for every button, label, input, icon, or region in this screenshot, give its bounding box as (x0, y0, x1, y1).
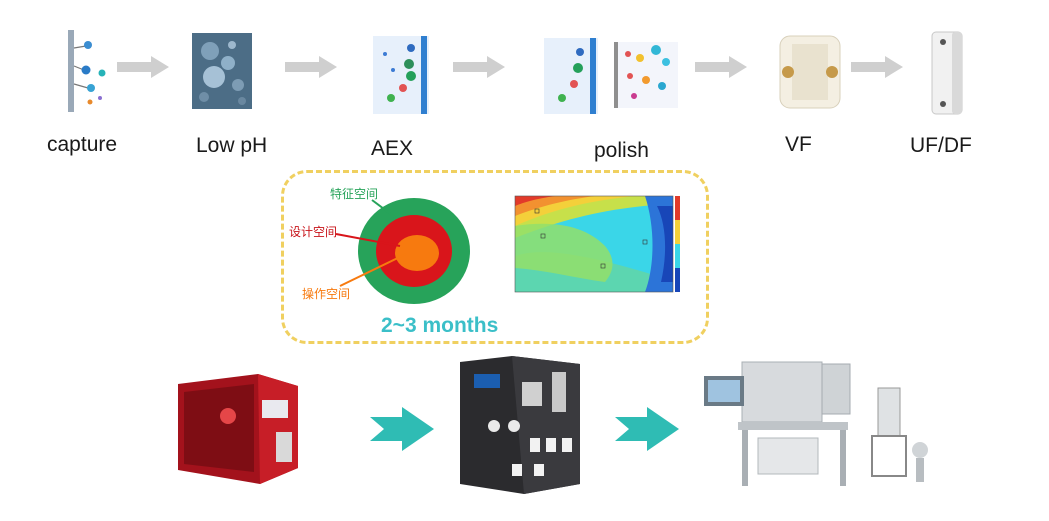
capture-resin-icon (68, 30, 106, 112)
screening-instrument-image (178, 374, 298, 484)
arrow-right-icon (285, 56, 337, 78)
feature-space-label: 特征空间 (330, 187, 379, 201)
step-label-polish: polish (594, 139, 649, 162)
step-label-vf: VF (785, 133, 812, 156)
virus-micrograph-icon (192, 33, 252, 109)
arrow-right-icon (370, 407, 434, 451)
virus-filter-icon (779, 35, 841, 109)
arrow-right-icon (615, 407, 679, 451)
step-label-capture: capture (47, 133, 118, 156)
design-space-label: 设计空间 (289, 225, 338, 239)
ufdf-cassette-icon (931, 31, 963, 115)
contour-plot-thumbnail (514, 195, 680, 293)
arrow-right-icon (851, 56, 903, 78)
aex-resin-icon (373, 36, 429, 114)
production-skid-image (704, 361, 928, 486)
step-label-ufdf: UF/DF (910, 134, 972, 157)
design-space-diagram (358, 198, 470, 304)
step-label-aex: AEX (371, 137, 414, 160)
chromatography-system-image (460, 356, 580, 494)
timeline-label: 2~3 months (381, 314, 499, 337)
operating-space-label: 操作空间 (302, 287, 351, 301)
step-label-low-ph: Low pH (196, 134, 268, 157)
label-pointer-lines (335, 199, 407, 287)
design-space-panel (281, 170, 709, 344)
arrow-right-icon (453, 56, 505, 78)
polish-resin-icon (544, 38, 678, 114)
arrow-right-icon (117, 56, 169, 78)
arrow-right-icon (695, 56, 747, 78)
